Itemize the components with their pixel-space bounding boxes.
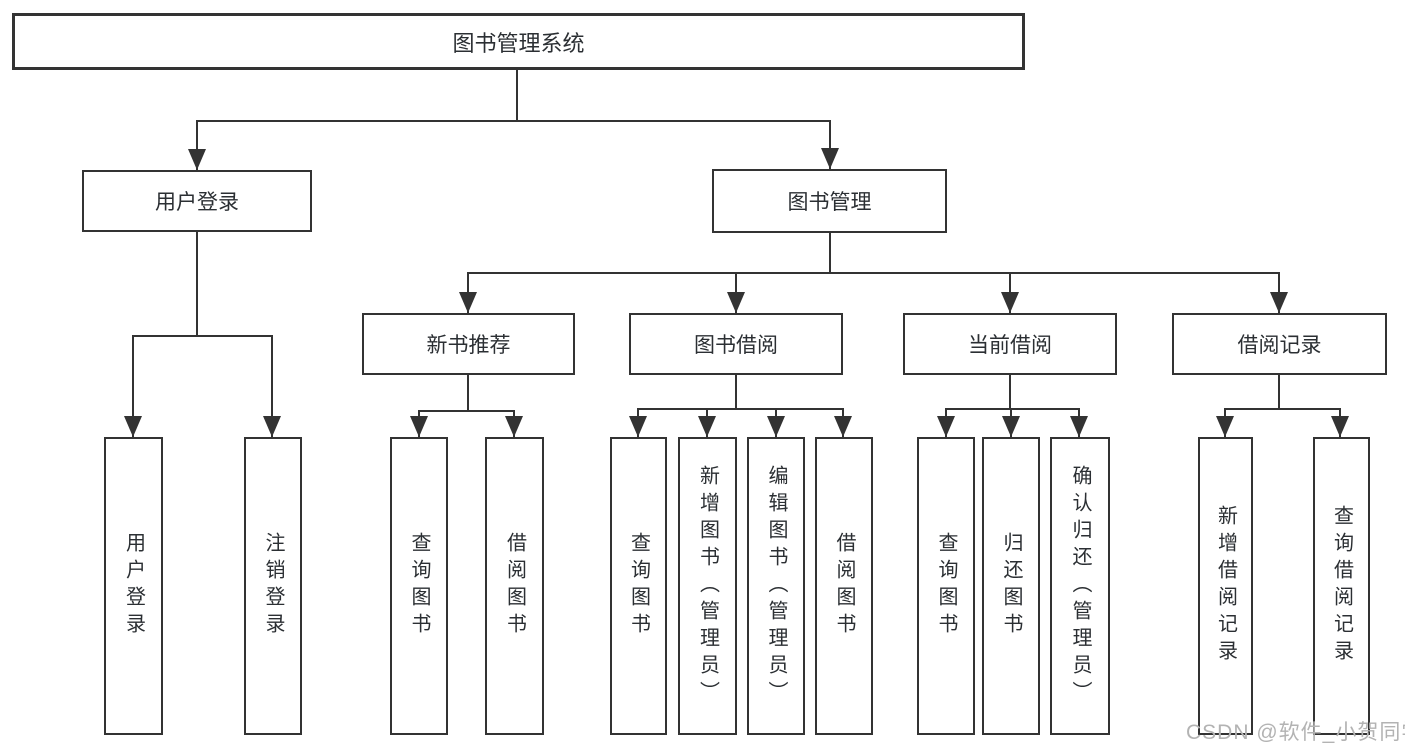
arrowhead-down-icon <box>1216 416 1234 437</box>
node-label: 新增图书（管理员） <box>696 464 719 708</box>
arrowhead-down-icon <box>1001 292 1019 313</box>
csdn-watermark: CSDN @软件_小贺同学 <box>1186 721 1405 744</box>
connector-user-login-rail <box>132 335 273 337</box>
arrowhead-down-icon <box>698 416 716 437</box>
arrowhead-down-icon <box>1070 416 1088 437</box>
arrowhead-down-icon <box>1002 416 1020 437</box>
leaf-query-books-borrowing: 查询图书 <box>610 437 667 735</box>
arrowhead-down-icon <box>459 292 477 313</box>
node-label: 当前借阅 <box>968 334 1052 357</box>
connector-user-login-stub <box>196 232 198 335</box>
node-label: 用户登录 <box>155 191 239 214</box>
connector-current-borrowing-rail <box>945 408 1080 410</box>
arrowhead-down-icon <box>263 416 281 437</box>
node-new-book-recommend: 新书推荐 <box>362 313 575 375</box>
node-label: 确认归还（管理员） <box>1069 464 1091 708</box>
arrowhead-down-icon <box>767 416 785 437</box>
node-current-borrowing: 当前借阅 <box>903 313 1117 375</box>
leaf-query-books-current: 查询图书 <box>917 437 975 735</box>
leaf-logout: 注销登录 <box>244 437 302 735</box>
node-label: 归还图书 <box>1000 532 1022 640</box>
connector-current-borrowing-stub <box>1009 375 1011 408</box>
arrowhead-down-icon <box>821 148 839 169</box>
leaf-borrow-books-recommend: 借阅图书 <box>485 437 544 735</box>
connector-new-book-rail <box>418 410 514 412</box>
node-label: 查询图书 <box>627 532 650 640</box>
leaf-edit-books-admin: 编辑图书（管理员） <box>747 437 805 735</box>
node-label: 借阅图书 <box>503 532 526 640</box>
leaf-user-login: 用户登录 <box>104 437 163 735</box>
arrowhead-down-icon <box>505 416 523 437</box>
node-label: 编辑图书（管理员） <box>765 464 787 708</box>
arrowhead-down-icon <box>1331 416 1349 437</box>
connector-drop-leaf <box>132 335 134 437</box>
node-borrowing-records: 借阅记录 <box>1172 313 1387 375</box>
node-label: 借阅图书 <box>833 532 855 640</box>
node-label: 图书借阅 <box>694 334 778 357</box>
node-label: 用户登录 <box>122 532 145 640</box>
node-label: 新书推荐 <box>426 334 511 357</box>
node-label: 注销登录 <box>262 532 284 640</box>
arrowhead-down-icon <box>124 416 142 437</box>
leaf-add-borrow-record: 新增借阅记录 <box>1198 437 1253 735</box>
connector-book-borrowing-stub <box>735 375 737 408</box>
leaf-return-books: 归还图书 <box>982 437 1040 735</box>
node-user-login: 用户登录 <box>82 170 312 232</box>
arrowhead-down-icon <box>1270 292 1288 313</box>
node-library-management-system: 图书管理系统 <box>12 13 1025 70</box>
node-label: 图书管理系统 <box>452 30 585 56</box>
arrowhead-down-icon <box>410 416 428 437</box>
leaf-borrow-books: 借阅图书 <box>815 437 873 735</box>
arrowhead-down-icon <box>629 416 647 437</box>
leaf-query-books-recommend: 查询图书 <box>390 437 448 735</box>
leaf-add-books-admin: 新增图书（管理员） <box>678 437 737 735</box>
arrowhead-down-icon <box>727 292 745 313</box>
node-label: 新增借阅记录 <box>1214 505 1237 667</box>
node-label: 查询图书 <box>935 532 957 640</box>
arrowhead-down-icon <box>188 149 206 170</box>
node-label: 借阅记录 <box>1237 334 1322 357</box>
arrowhead-down-icon <box>834 416 852 437</box>
connector-drop-leaf <box>271 335 273 437</box>
leaf-query-borrow-record: 查询借阅记录 <box>1313 437 1370 735</box>
connector-borrowing-records-rail <box>1224 408 1341 410</box>
leaf-confirm-return-admin: 确认归还（管理员） <box>1050 437 1110 735</box>
connector-drop-user-login <box>196 120 198 170</box>
arrowhead-down-icon <box>937 416 955 437</box>
connector-borrowing-records-stub <box>1278 375 1280 408</box>
connector-root-rail <box>196 120 831 122</box>
connector-book-management-rail <box>467 272 1280 274</box>
node-label: 查询图书 <box>408 532 430 640</box>
connector-new-book-stub <box>467 375 469 410</box>
connector-drop-book-management <box>829 120 831 169</box>
node-book-borrowing: 图书借阅 <box>629 313 843 375</box>
connector-book-management-stub <box>829 233 831 272</box>
connector-root-stub <box>516 70 518 120</box>
connector-book-borrowing-rail <box>637 408 844 410</box>
node-label: 图书管理 <box>787 191 872 214</box>
node-label: 查询借阅记录 <box>1330 505 1353 667</box>
node-book-management: 图书管理 <box>712 169 947 233</box>
